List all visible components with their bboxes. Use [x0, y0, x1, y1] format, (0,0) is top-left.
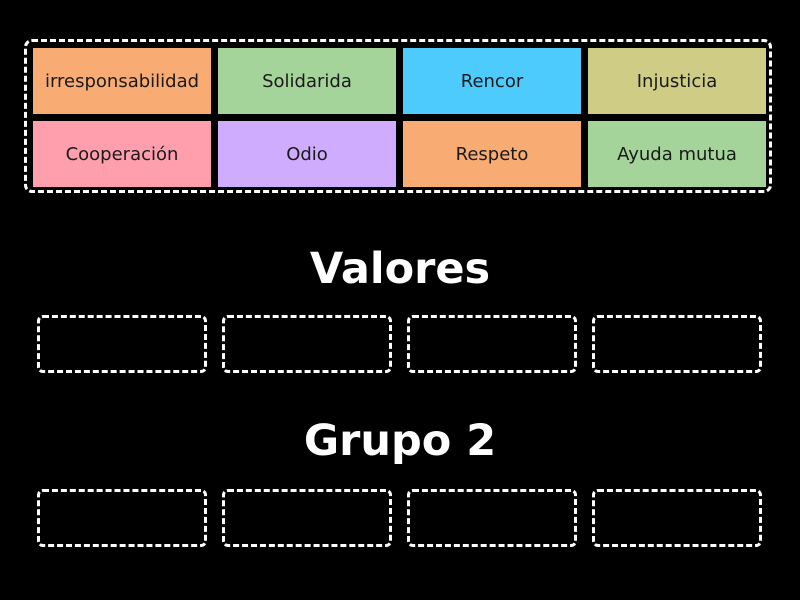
drop-slot-valores-3[interactable]	[407, 315, 577, 373]
card-ayuda-mutua[interactable]: Ayuda mutua	[588, 121, 766, 187]
drop-slot-grupo-2-4[interactable]	[592, 489, 762, 547]
drop-slot-grupo-2-2[interactable]	[222, 489, 392, 547]
card-odio[interactable]: Odio	[218, 121, 396, 187]
card-pool	[24, 39, 772, 193]
group-title-valores: Valores	[309, 244, 491, 294]
card-respeto[interactable]: Respeto	[403, 121, 581, 187]
group-title-grupo-2: Grupo 2	[303, 416, 497, 466]
card-cooperacion[interactable]: Cooperación	[33, 121, 211, 187]
card-irresponsabilidad[interactable]: irresponsabilidad	[33, 48, 211, 114]
drop-slot-valores-4[interactable]	[592, 315, 762, 373]
card-injusticia[interactable]: Injusticia	[588, 48, 766, 114]
card-solidarida[interactable]: Solidarida	[218, 48, 396, 114]
drop-slot-grupo-2-1[interactable]	[37, 489, 207, 547]
card-rencor[interactable]: Rencor	[403, 48, 581, 114]
drop-slot-valores-2[interactable]	[222, 315, 392, 373]
drop-slot-grupo-2-3[interactable]	[407, 489, 577, 547]
drop-slot-valores-1[interactable]	[37, 315, 207, 373]
